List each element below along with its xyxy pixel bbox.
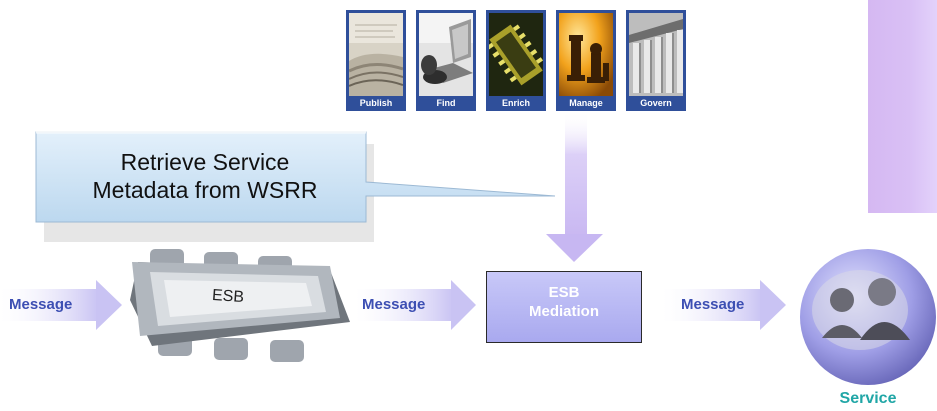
message-label-1: Message	[9, 296, 73, 313]
esb-mediation-box[interactable]	[486, 271, 642, 343]
wsrr-panel	[868, 0, 937, 213]
mediation-line-1: ESB	[548, 284, 580, 301]
flow-arrow-2	[355, 280, 476, 330]
flow-arrow-1	[0, 280, 122, 330]
esb-mediation-label: ESB Mediation	[486, 283, 642, 321]
tile-publish[interactable]: Publish	[346, 10, 406, 111]
tile-label: Manage	[569, 98, 603, 108]
tile-label: Publish	[359, 98, 393, 108]
service-label: Service	[839, 390, 897, 407]
retrieve-arrow	[546, 111, 603, 262]
callout-line-1: Retrieve Service	[120, 149, 290, 175]
esb-chip-icon	[130, 249, 350, 362]
flow-arrow-3	[662, 280, 786, 330]
tile-enrich[interactable]: Enrich	[486, 10, 546, 111]
columns-icon	[629, 13, 683, 96]
service-icon	[800, 249, 936, 385]
esb-chip-label: ESB	[211, 286, 245, 307]
mediation-line-2: Mediation	[529, 303, 599, 320]
laptop-icon	[419, 13, 473, 96]
callout-text: Retrieve Service Metadata from WSRR	[50, 148, 360, 204]
tile-label: Find	[436, 98, 456, 108]
circuit-icon	[489, 13, 543, 96]
chess-icon	[559, 13, 613, 96]
tile-manage[interactable]: Manage	[556, 10, 616, 111]
tile-label: Govern	[640, 98, 672, 108]
tile-label: Enrich	[501, 98, 530, 108]
tile-govern[interactable]: Govern	[626, 10, 686, 111]
callout-bubble	[35, 130, 556, 242]
tile-find[interactable]: Find	[416, 10, 476, 111]
newspaper-icon	[349, 13, 403, 96]
message-label-3: Message	[681, 296, 745, 313]
callout-line-2: Metadata from WSRR	[92, 177, 318, 203]
message-label-2: Message	[362, 296, 426, 313]
